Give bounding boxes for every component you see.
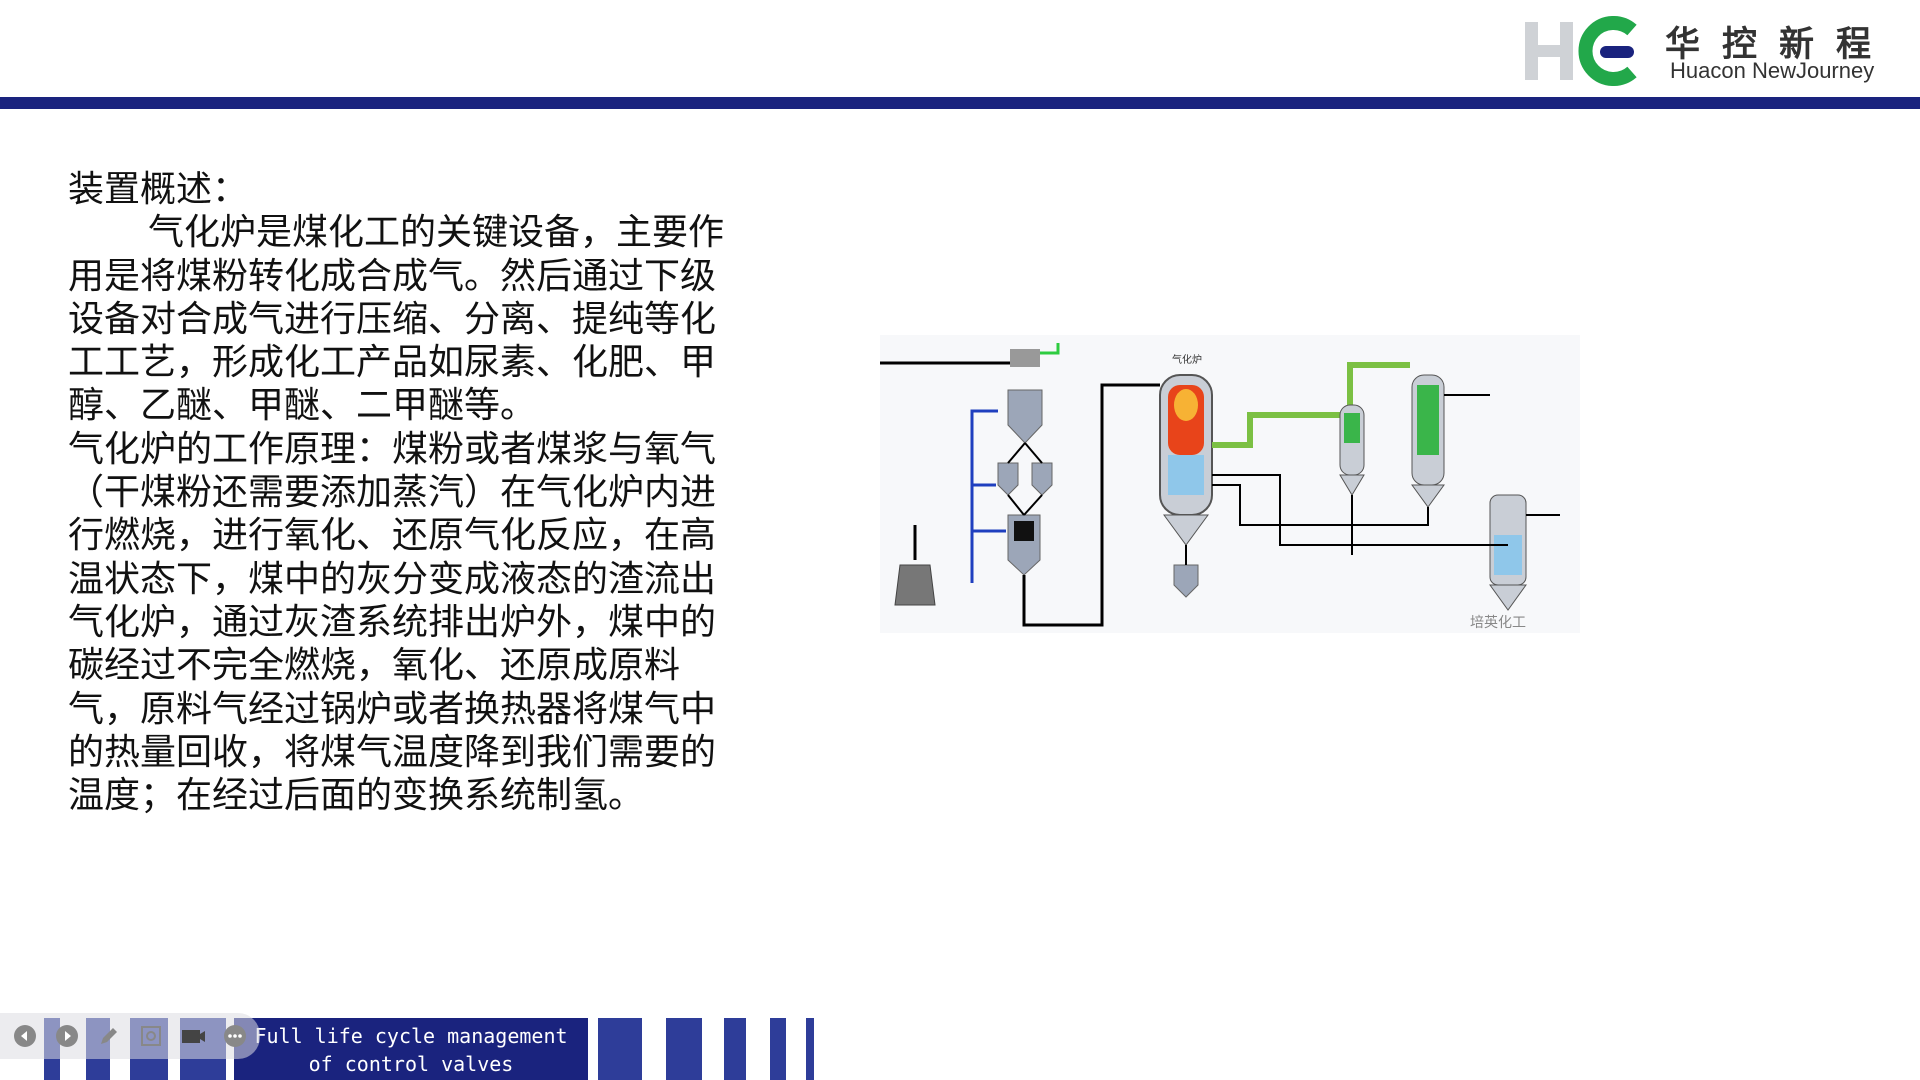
footer-stripe	[770, 1018, 786, 1080]
diagram-watermark: 培英化工	[1470, 614, 1526, 631]
footer-band: Full life cycle management of control va…	[0, 1018, 1920, 1080]
footer-stripe	[598, 1018, 642, 1080]
presentation-controls	[0, 1013, 260, 1059]
overview-heading: 装置概述：	[68, 169, 249, 210]
camera-icon[interactable]	[178, 1021, 208, 1051]
footer-tagline: Full life cycle management of control va…	[234, 1018, 588, 1080]
pen-icon[interactable]	[94, 1021, 124, 1051]
footer-stripe	[806, 1018, 814, 1080]
footer-stripe	[724, 1018, 746, 1080]
header-rule	[0, 97, 1920, 109]
overview-paragraph-2: 气化炉的工作原理：煤粉或者煤浆与氧气（干煤粉还需要添加蒸汽）在气化炉内进行燃烧，…	[68, 428, 717, 817]
logo-english-name: Huacon NewJourney	[1670, 58, 1875, 83]
overview-paragraph-1: 气化炉是煤化工的关键设备，主要作用是将煤粉转化成合成气。然后通过下级设备对合成气…	[68, 212, 725, 427]
overview-text: 装置概述： 气化炉是煤化工的关键设备，主要作用是将煤粉转化成合成气。然后通过下级…	[68, 168, 748, 817]
hc-logo-icon	[1525, 16, 1637, 86]
next-icon[interactable]	[52, 1021, 82, 1051]
footer-tagline-line1: Full life cycle management	[254, 1024, 568, 1048]
gasifier-process-diagram: 气化炉 培英化工	[880, 335, 1580, 633]
company-logo: 华控新程 Huacon NewJourney	[1520, 16, 1900, 86]
logo-chinese-name: 华控新程	[1665, 25, 1894, 65]
more-icon[interactable]	[220, 1021, 250, 1051]
footer-tagline-line2: of control valves	[308, 1052, 514, 1076]
footer-stripe	[666, 1018, 702, 1080]
zoom-icon[interactable]	[136, 1021, 166, 1051]
prev-icon[interactable]	[10, 1021, 40, 1051]
gasifier-label: 气化炉	[1172, 353, 1202, 366]
